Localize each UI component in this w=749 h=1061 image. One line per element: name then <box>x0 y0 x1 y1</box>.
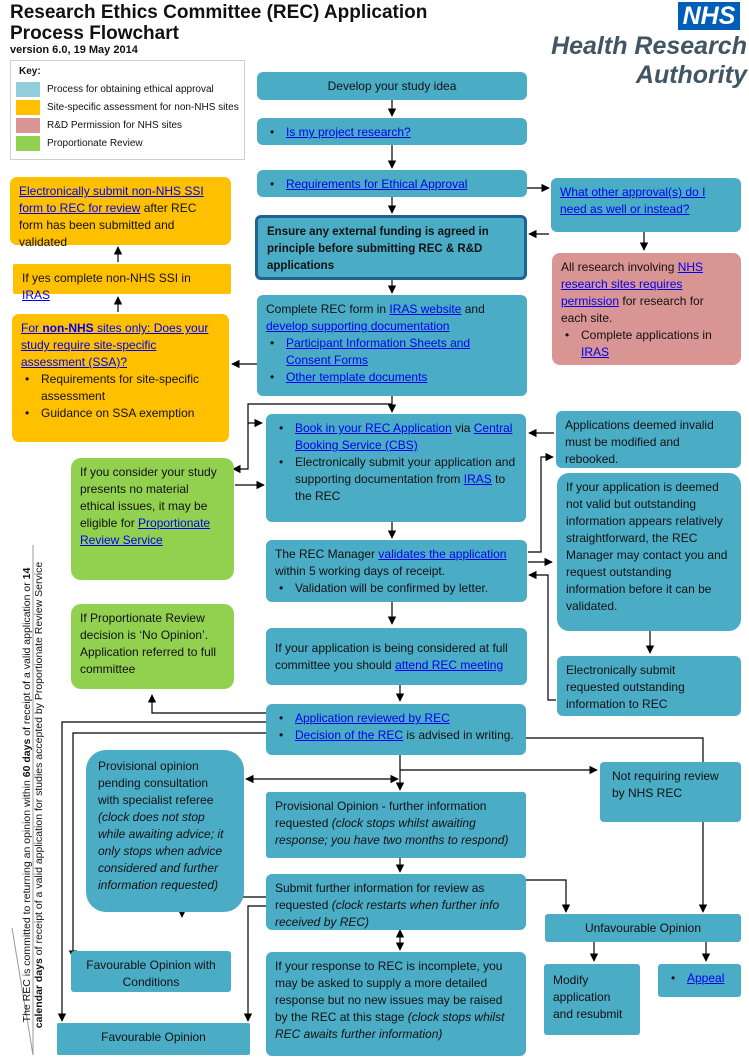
provisional-consult-italic: (clock does not stop while awaiting advi… <box>98 810 224 892</box>
incomplete-response-box: If your response to REC is incomplete, y… <box>266 952 526 1056</box>
requirements-box: Requirements for Ethical Approval <box>257 170 527 197</box>
is-research-box: Is my project research? <box>257 118 527 145</box>
timing-side-note: The REC is committed to returning an opi… <box>21 545 45 1045</box>
proportionate-eligible-text: If you consider your study presents no m… <box>80 465 217 530</box>
reviewed-link[interactable]: Application reviewed by REC <box>295 711 450 725</box>
ssi-iras-link[interactable]: IRAS <box>22 288 51 302</box>
full-committee-box: If your application is being considered … <box>266 628 527 685</box>
book-to-rec-text: to the REC <box>295 472 506 503</box>
attend-meeting-link[interactable]: attend REC meeting <box>395 658 504 672</box>
complete-form-text-1: Complete REC form in <box>266 302 390 316</box>
legend-label-process: Process for obtaining ethical approval <box>47 84 214 95</box>
side-note-text-3: of receipt of a valid application for st… <box>33 561 45 959</box>
book-rec-link[interactable]: Book in your REC Application <box>295 421 452 435</box>
full-committee-text: If your application is being considered … <box>275 641 508 672</box>
provisional-consult-text: Provisional opinion pending consultation… <box>98 759 214 807</box>
provisional-consult-box: Provisional opinion pending consultation… <box>86 750 244 912</box>
legend-swatch-process <box>16 82 40 97</box>
cbs-link[interactable]: Central Booking Service (CBS) <box>295 421 513 452</box>
ssa-exemption-bullet: Guidance on SSA exemption <box>21 405 220 422</box>
validates-text-2: within 5 working days of receipt. <box>275 564 446 578</box>
provisional-opinion-box: Provisional Opinion - further informatio… <box>266 792 526 858</box>
legend-label-proportionate: Proportionate Review <box>47 138 143 149</box>
ssa-requirements-bullet: Requirements for site-specific assessmen… <box>21 371 220 405</box>
iras-website-link[interactable]: IRAS website <box>389 302 462 316</box>
submit-outstanding-box: Electronically submit requested outstand… <box>557 656 741 716</box>
version-label: version 6.0, 19 May 2014 <box>10 44 138 56</box>
template-docs-link[interactable]: Other template documents <box>286 370 428 384</box>
legend-title: Key: <box>19 66 41 77</box>
supporting-docs-link[interactable]: develop supporting documentation <box>266 319 450 333</box>
outstanding-info-box: If your application is deemed not valid … <box>557 473 741 631</box>
favourable-opinion-box: Favourable Opinion <box>57 1023 250 1055</box>
validates-bullet: Validation will be confirmed by letter. <box>275 580 518 597</box>
legend: Key: Process for obtaining ethical appro… <box>10 60 245 160</box>
decision-link[interactable]: Decision of the REC <box>295 728 404 742</box>
page-title: Research Ethics Committee (REC) Applicat… <box>10 2 428 44</box>
legend-swatch-proportionate <box>16 136 40 151</box>
nhs-sites-text-2: for research for each site. <box>561 294 704 325</box>
book-iras-link[interactable]: IRAS <box>463 472 492 486</box>
complete-form-text-2: and <box>461 302 485 316</box>
side-note-text-1: The REC is committed to returning an opi… <box>21 777 33 1023</box>
legend-swatch-rd <box>16 118 40 133</box>
funding-box: Ensure any external funding is agreed in… <box>255 215 527 280</box>
ssi-submit-text: after REC form has been submitted and va… <box>19 201 197 249</box>
appeal-box: Appeal <box>658 964 741 997</box>
develop-study-box: Develop your study idea <box>257 72 527 100</box>
side-note-60-days: 60 days <box>21 738 33 778</box>
incomplete-italic: (clock stops whilst REC awaits further i… <box>275 1010 505 1041</box>
side-note-text-2: of receipt of a valid application or <box>21 579 33 739</box>
invalid-box: Applications deemed invalid must be modi… <box>556 411 741 468</box>
nhs-sites-permission-link[interactable]: NHS research sites requires permission <box>561 260 704 308</box>
submit-further-box: Submit further information for review as… <box>266 874 526 930</box>
requirements-link[interactable]: Requirements for Ethical Approval <box>286 177 468 191</box>
legend-swatch-ssa <box>16 100 40 115</box>
provisional-italic: (clock stops whilst awaiting response; y… <box>275 816 509 847</box>
book-application-box: Book in your REC Application via Central… <box>266 414 526 522</box>
favourable-conditions-box: Favourable Opinion with Conditions <box>71 951 231 992</box>
ssa-question-text-2: sites only: Does your study require site… <box>21 321 209 369</box>
provisional-text: Provisional Opinion - further informatio… <box>275 799 487 830</box>
nhs-sites-box: All research involving NHS research site… <box>552 253 741 365</box>
ssa-question-non-nhs: non-NHS <box>42 321 94 335</box>
ssa-question-text-1: For <box>21 321 43 335</box>
is-research-link[interactable]: Is my project research? <box>286 125 411 139</box>
nhs-sites-iras-link[interactable]: IRAS <box>581 345 610 359</box>
ssi-submit-link[interactable]: Electronically submit non-NHS SSI form t… <box>19 184 204 215</box>
incomplete-text: If your response to REC is incomplete, y… <box>275 959 503 1024</box>
ssi-iras-text: If yes complete non-NHS SSI in <box>22 271 191 285</box>
validates-link[interactable]: validates the application <box>378 547 507 561</box>
book-via-text: via <box>451 421 474 435</box>
nhs-sites-bullet-text: Complete applications in <box>581 328 712 342</box>
legend-label-rd: R&D Permission for NHS sites <box>47 120 183 131</box>
nhs-logo: NHS <box>678 2 740 30</box>
decision-text: is advised in writing. <box>403 728 514 742</box>
other-approvals-link[interactable]: What other approval(s) do I need as well… <box>560 185 706 216</box>
other-approvals-box: What other approval(s) do I need as well… <box>551 178 741 232</box>
legend-label-ssa: Site-specific assessment for non-NHS sit… <box>47 102 239 113</box>
ssa-question-box: For non-NHS sites only: Does your study … <box>12 314 229 442</box>
appeal-link[interactable]: Appeal <box>687 971 725 985</box>
no-opinion-box: If Proportionate Review decision is ‘No … <box>71 604 234 689</box>
nhs-sites-text-1: All research involving <box>561 260 678 274</box>
org-name: Health Research Authority <box>551 32 747 89</box>
proportionate-review-link[interactable]: Proportionate Review Service <box>80 516 211 547</box>
pis-consent-link[interactable]: Participant Information Sheets and Conse… <box>286 336 471 367</box>
ssi-submit-box: Electronically submit non-NHS SSI form t… <box>10 177 231 249</box>
submit-further-italic: (clock restarts when further info receiv… <box>275 898 500 929</box>
ssa-question-link[interactable]: For non-NHS sites only: Does your study … <box>21 320 220 371</box>
validates-text-1: The REC Manager <box>275 547 379 561</box>
modify-resubmit-box: Modify application and resubmit <box>544 964 640 1035</box>
complete-form-box: Complete REC form in IRAS website and de… <box>257 295 527 396</box>
validates-box: The REC Manager validates the applicatio… <box>266 540 527 602</box>
reviewed-box: Application reviewed by REC Decision of … <box>266 704 526 755</box>
proportionate-eligible-box: If you consider your study presents no m… <box>71 458 234 580</box>
unfavourable-box: Unfavourable Opinion <box>545 914 741 942</box>
submit-further-text: Submit further information for review as… <box>275 881 485 912</box>
ssi-iras-box: If yes complete non-NHS SSI in IRAS <box>13 264 231 302</box>
book-submit-text: Electronically submit your application a… <box>295 455 516 486</box>
not-requiring-box: Not requiring review by NHS REC <box>600 762 741 822</box>
